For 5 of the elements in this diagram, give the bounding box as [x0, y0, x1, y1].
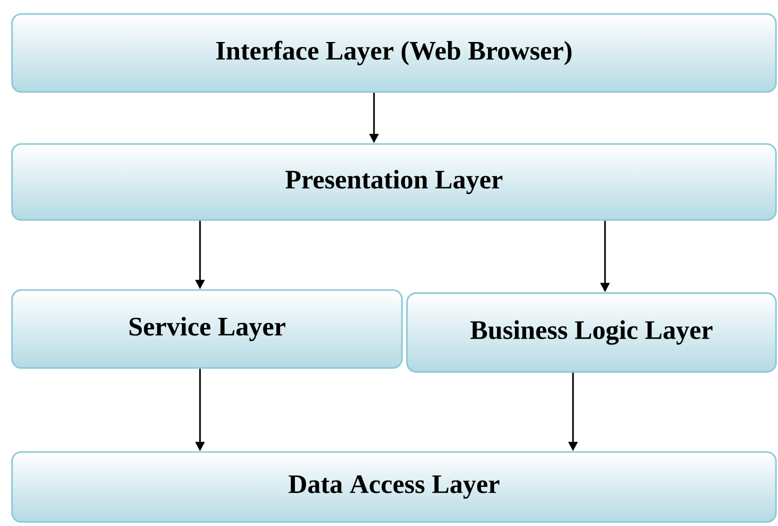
- layer-box: Presentation Layer: [11, 143, 777, 221]
- layer-box: Service Layer: [11, 289, 403, 369]
- layer-box: Business Logic Layer: [406, 292, 777, 373]
- layer-box: Data Access Layer: [11, 451, 777, 523]
- layer-box: Interface Layer (Web Browser): [11, 13, 777, 93]
